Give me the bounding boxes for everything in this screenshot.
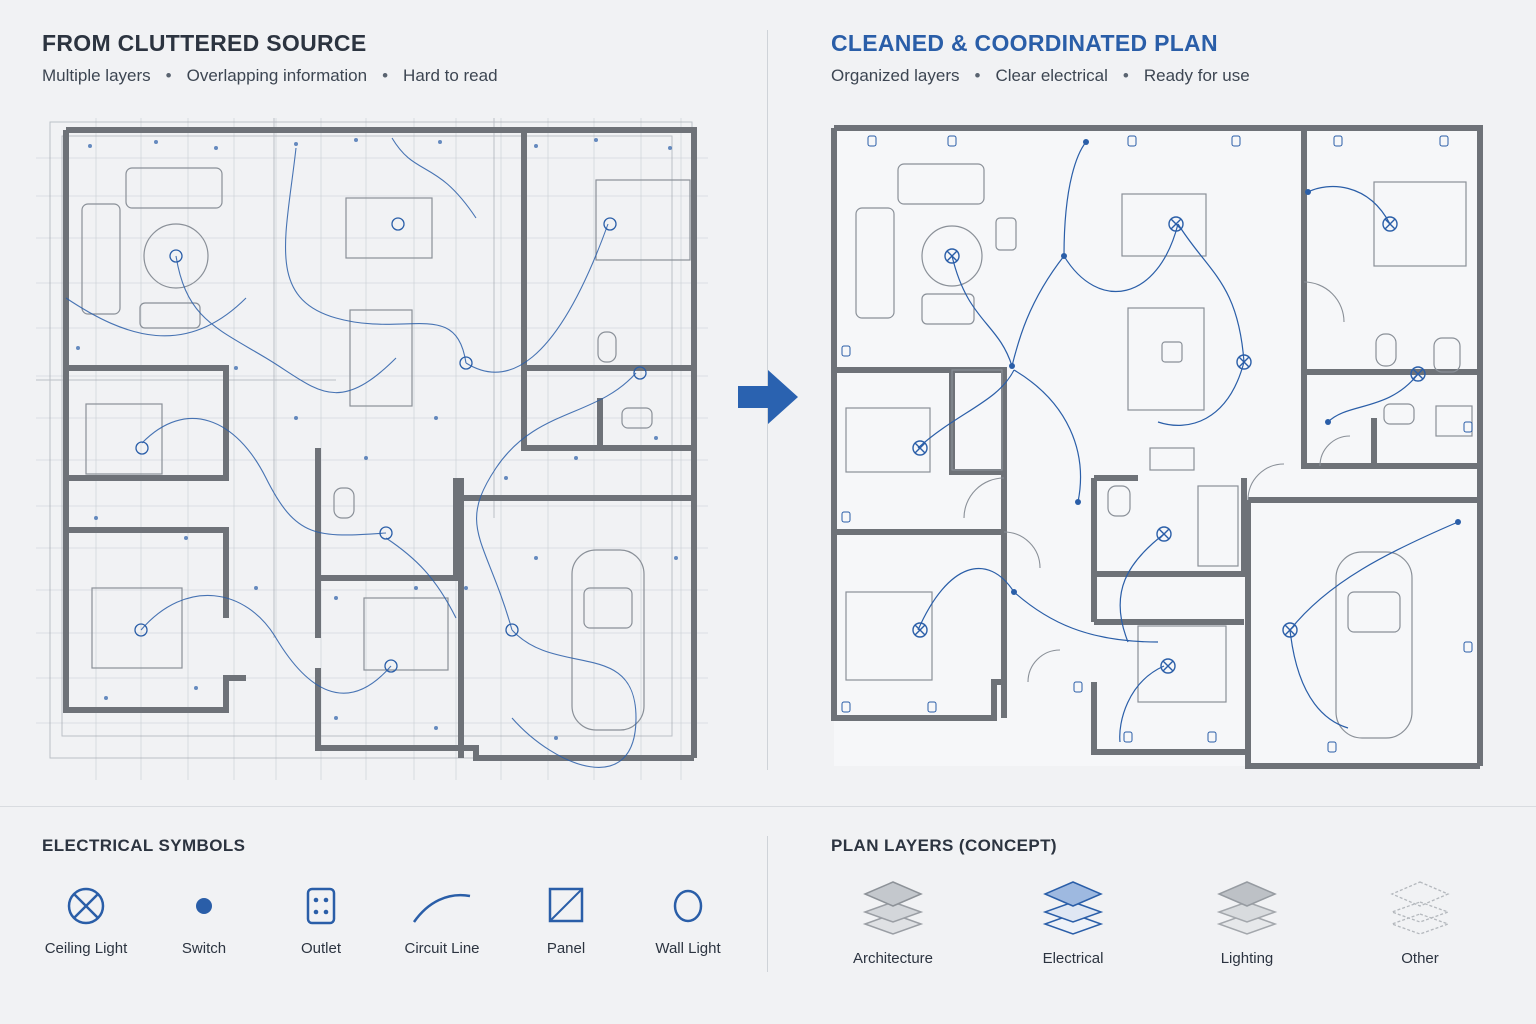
left-panel-subtitle: Multiple layers • Overlapping informatio… [42,66,498,86]
ceiling-light-icon [67,887,105,925]
subtitle-item: Overlapping information [186,66,368,85]
subtitle-item: Clear electrical [995,66,1108,85]
layer-architecture: Architecture [833,878,953,967]
legend-label: Architecture [852,950,934,967]
outlet-markers [841,135,1473,753]
legend-circuit-line: Circuit Line [382,884,502,957]
switch-markers [1009,139,1461,595]
electrical-symbols-title: ELECTRICAL SYMBOLS [42,836,246,855]
clutter-grid-lines [36,118,708,780]
outlet-icon [306,887,336,925]
legend-label: Wall Light [655,940,721,957]
layer-other: Other [1360,878,1480,967]
wall-light-icon [673,889,703,923]
walls [63,127,697,761]
legend-label: Lighting [1220,950,1274,967]
legend-label: Ceiling Light [44,940,128,957]
separator-dot-icon: • [974,66,981,85]
subtitle-item: Organized layers [831,66,960,85]
vertical-divider [767,836,768,972]
separator-dot-icon: • [382,66,389,85]
ceiling-light-markers [912,216,1426,674]
panel-icon [548,887,584,923]
right-panel-title: CLEANED & COORDINATED PLAN [831,30,1218,56]
layers-icon [1216,881,1278,935]
subtitle-item: Ready for use [1143,66,1250,85]
clutter-symbols [76,138,678,740]
cluttered-floor-plan [36,118,708,780]
legend-panel: Panel [506,884,626,957]
legend-ceiling-light: Ceiling Light [26,884,146,957]
separator-dot-icon: • [1122,66,1129,85]
circuit-lines [65,137,637,768]
legend-label: Other [1401,950,1439,967]
ceiling-light-markers [134,217,647,673]
clean-floor-plan [831,125,1483,769]
layers-icon [1042,881,1104,935]
circuit-lines [917,141,1459,743]
layer-electrical: Electrical [1013,878,1133,967]
layer-lighting: Lighting [1187,878,1307,967]
subtitle-item: Multiple layers [42,66,151,85]
legend-label: Electrical [1042,950,1104,967]
door-arcs [963,281,1351,683]
horizontal-divider [0,806,1536,807]
separator-dot-icon: • [165,66,172,85]
furniture [81,167,691,731]
layers-icon [1390,881,1450,935]
legend-label: Switch [181,940,227,957]
left-panel-title: FROM CLUTTERED SOURCE [42,30,367,56]
legend-label: Outlet [300,940,342,957]
subtitle-item: Hard to read [403,66,498,85]
right-panel-subtitle: Organized layers • Clear electrical • Re… [831,66,1250,86]
furniture [845,163,1473,739]
legend-label: Circuit Line [404,940,480,957]
plan-layers-title: PLAN LAYERS (CONCEPT) [831,836,1057,855]
legend-switch: Switch [144,884,264,957]
circuit-line-icon [412,893,471,923]
layers-icon [862,881,924,935]
transform-arrow-icon [738,370,798,424]
walls [831,125,1483,769]
legend-label: Panel [546,940,586,957]
switch-icon [196,898,212,914]
legend-wall-light: Wall Light [628,884,748,957]
legend-outlet: Outlet [261,884,381,957]
